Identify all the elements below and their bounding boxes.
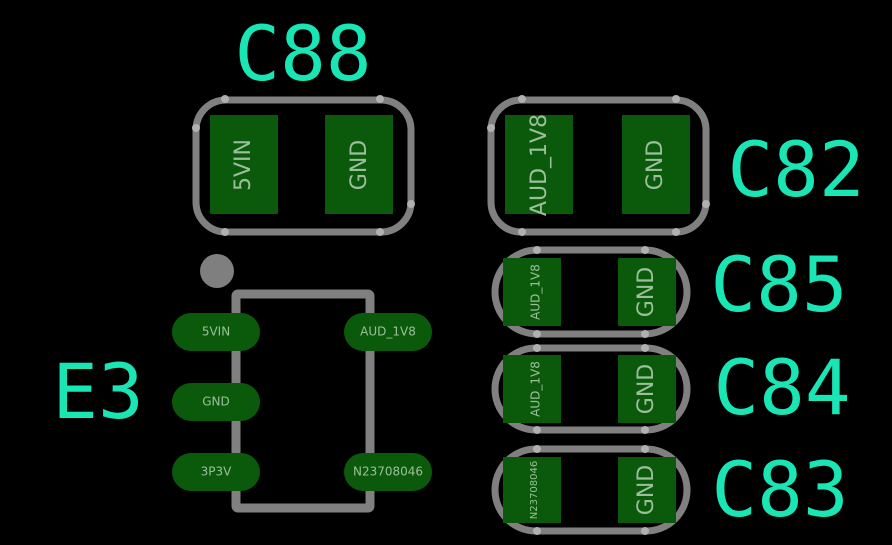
c88-outline [192,96,415,236]
c82-vertex [487,124,495,132]
c85-outline [491,246,691,338]
c83-vertex [533,527,541,535]
e3-pad-2[interactable] [172,383,260,421]
e3-pin-5-net: AUD_1V8 [360,325,416,339]
c82-pad-2[interactable] [622,115,690,214]
c83-pad-1-net: N23708046 [529,461,540,519]
c88-vertex [407,200,415,208]
c84-vertex [533,344,541,352]
c83-pad-2[interactable] [618,457,676,523]
c82-vertex [672,228,680,236]
e3-pad-3[interactable] [172,453,260,491]
e3-pin-1-net: 5VIN [202,325,230,339]
c85-pad-2[interactable] [618,258,676,326]
c85-vertex [641,246,649,254]
e3-pin-3-net: 3P3V [201,465,233,479]
c83-vertex [641,527,649,535]
c88-pad-1[interactable] [210,115,278,214]
component-c83[interactable]: N23708046 GND C83 [491,445,849,535]
c82-vertex [518,228,526,236]
c82-vertex [518,95,526,103]
c84-vertex [641,426,649,434]
c84-vertex [641,344,649,352]
c85-pad-1[interactable] [503,258,561,326]
e3-pin-4-net: N23708046 [353,465,423,479]
c83-outline [491,445,691,535]
e3-pad-4[interactable] [344,453,432,491]
c83-designator: C83 [711,445,848,534]
c85-designator: C85 [710,240,847,329]
c82-designator: C82 [727,125,864,214]
c82-vertex [672,95,680,103]
c84-pad-2-net: GND [634,364,659,414]
c88-vertex [192,124,200,132]
c83-pad-1[interactable] [503,457,561,523]
c83-vertex [641,445,649,453]
c88-pad-2-net: GND [347,140,372,190]
component-c84[interactable]: AUD_1V8 GND C84 [491,343,851,434]
c84-pad-1[interactable] [503,355,561,423]
component-e3[interactable]: 5VIN GND 3P3V AUD_1V8 N23708046 E3 [52,254,432,513]
c84-designator: C84 [713,343,850,432]
e3-designator: E3 [52,347,144,436]
e3-pad-5[interactable] [344,313,432,351]
e3-pin-2-net: GND [202,395,230,409]
e3-pin1-marker [200,254,234,288]
c85-vertex [533,330,541,338]
c82-pad-1[interactable] [505,115,573,214]
component-c85[interactable]: AUD_1V8 GND C85 [491,240,848,338]
c82-pad-2-net: GND [643,140,668,190]
c85-vertex [533,246,541,254]
c85-pad-1-net: AUD_1V8 [529,264,543,320]
c88-pad-2[interactable] [325,115,393,214]
c88-vertex [221,95,229,103]
c85-vertex [641,330,649,338]
c88-pad-1-net: 5VIN [231,139,256,191]
component-c82[interactable]: AUD_1V8 GND C82 [487,95,865,236]
c84-pad-2[interactable] [618,355,676,423]
c84-pad-1-net: AUD_1V8 [529,361,543,417]
c84-vertex [533,426,541,434]
e3-pad-1[interactable] [172,313,260,351]
c88-vertex [221,228,229,236]
c88-vertex [376,95,384,103]
c85-pad-2-net: GND [634,267,659,317]
c82-outline [487,96,710,236]
c88-designator: C88 [234,9,371,98]
c88-vertex [376,228,384,236]
component-c88[interactable]: 5VIN GND C88 [192,9,415,236]
c83-pad-2-net: GND [634,465,659,515]
c82-vertex [702,200,710,208]
c84-outline [491,344,691,434]
c82-pad-1-net: AUD_1V8 [527,114,552,216]
c83-vertex [533,445,541,453]
